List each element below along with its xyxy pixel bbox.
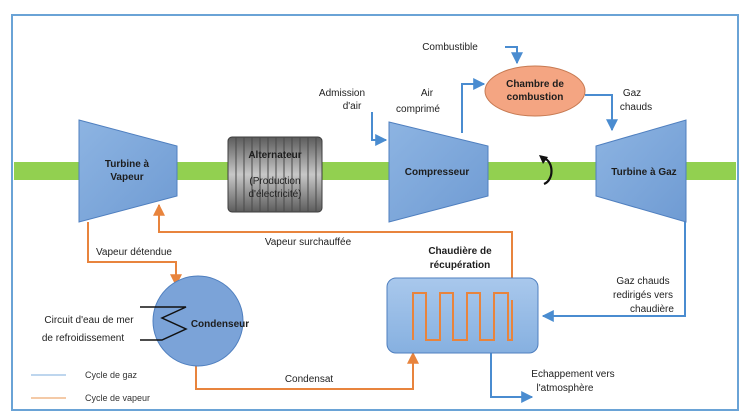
fuel-arrow [505, 46, 523, 65]
rotation-arrow-icon [539, 155, 553, 186]
legend: Cycle de gaz Cycle de vapeur [31, 370, 150, 403]
steam-turbine-label-1: Turbine à [105, 159, 150, 170]
cooling-circuit-label-2: de refroidissement [42, 333, 124, 344]
cooling-coil-icon [140, 306, 188, 341]
alternator-sub-2: d'électricité) [248, 189, 301, 200]
redirected-gas-label-3: chaudière [630, 304, 674, 315]
combustion-label-2: combustion [507, 92, 564, 103]
condensate-arrow [195, 351, 419, 390]
steam-turbine-label-2: Vapeur [110, 172, 143, 183]
cooling-circuit-label-1: Circuit d'eau de mer [44, 315, 134, 326]
compressed-air-label-2: comprimé [396, 104, 440, 115]
combustion-label-1: Chambre de [506, 79, 564, 90]
compressed-air-label-1: Air [421, 88, 434, 99]
condenser: Condenseur [140, 275, 249, 367]
legend-steam-label: Cycle de vapeur [85, 393, 150, 403]
boiler-coil [412, 292, 513, 341]
air-intake-label-2: d'air [343, 101, 362, 112]
steam-turbine: Turbine à Vapeur [78, 119, 178, 223]
air-intake-arrow [371, 112, 388, 146]
fuel-label: Combustible [422, 42, 478, 53]
legend-gas-label: Cycle de gaz [85, 370, 138, 380]
exhaust-arrow [490, 353, 534, 403]
exhaust-label-1: Echappement vers [531, 369, 614, 380]
boiler-label-1: Chaudière de [428, 246, 492, 257]
air-intake-label-1: Admission [319, 88, 365, 99]
alternator-sub-1: (Production [249, 176, 300, 187]
hot-gas-arrow [585, 94, 618, 132]
redirected-gas-label-1: Gaz chauds [616, 276, 669, 287]
compressed-air-arrow [461, 78, 486, 133]
compressor-label: Compresseur [405, 167, 470, 178]
expanded-steam-arrow [87, 222, 182, 287]
boiler-label-2: récupération [430, 260, 491, 271]
compressor: Compresseur [388, 121, 489, 223]
alternator-label: Alternateur [248, 150, 301, 161]
condenser-label: Condenseur [191, 319, 249, 330]
condensate-label: Condensat [285, 374, 334, 385]
recovery-boiler: Chaudière de récupération [386, 246, 539, 354]
expanded-steam-label: Vapeur détendue [96, 247, 172, 258]
redirected-gas-arrow [541, 214, 686, 322]
hot-gas-label-1: Gaz [623, 88, 641, 99]
hot-gas-label-2: chauds [620, 102, 652, 113]
diagram-border [11, 14, 739, 411]
redirected-gas-label-2: redirigés vers [613, 290, 673, 301]
superheated-steam-arrow [153, 203, 513, 300]
gas-turbine-label: Turbine à Gaz [611, 167, 676, 178]
alternator: Alternateur (Production d'électricité) [227, 136, 323, 213]
combustion-chamber: Chambre de combustion [484, 65, 586, 117]
shaft [14, 162, 736, 180]
gas-turbine: Turbine à Gaz [595, 119, 687, 223]
exhaust-label-2: l'atmosphère [537, 383, 594, 394]
superheated-steam-label: Vapeur surchauffée [265, 237, 352, 248]
